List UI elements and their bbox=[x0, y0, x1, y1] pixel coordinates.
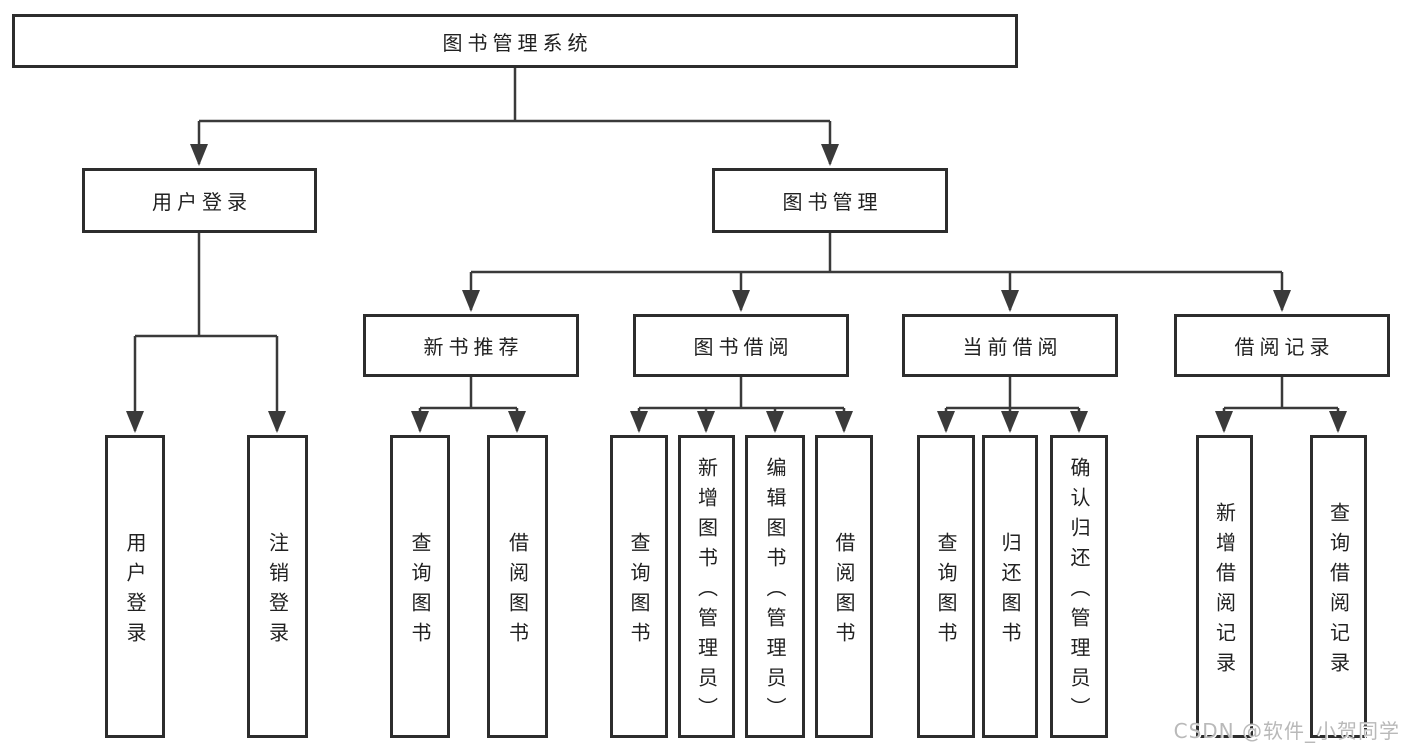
node-book-borrowing: 图书借阅 bbox=[633, 314, 849, 377]
node-borrowing-records: 借阅记录 bbox=[1174, 314, 1390, 377]
leaf-label: 确认归还（管理员） bbox=[1067, 456, 1091, 727]
leaf-label: 编辑图书（管理员） bbox=[763, 456, 787, 727]
leaf-query-books-recommend: 查询图书 bbox=[390, 435, 450, 738]
leaf-label: 用户登录 bbox=[123, 531, 147, 652]
leaf-label: 借阅图书 bbox=[505, 531, 530, 652]
node-current-borrowing: 当前借阅 bbox=[902, 314, 1118, 377]
leaf-borrow-books-recommend: 借阅图书 bbox=[487, 435, 548, 738]
leaf-add-books-admin: 新增图书（管理员） bbox=[678, 435, 735, 738]
csdn-watermark: CSDN @软件_小贺同学 bbox=[1173, 719, 1400, 743]
leaf-query-borrow-record: 查询借阅记录 bbox=[1310, 435, 1367, 738]
leaf-logout: 注销登录 bbox=[247, 435, 308, 738]
leaf-add-borrow-record: 新增借阅记录 bbox=[1196, 435, 1253, 738]
node-new-book-recommendation: 新书推荐 bbox=[363, 314, 579, 377]
leaf-label: 借阅图书 bbox=[832, 531, 856, 652]
leaf-label: 新增借阅记录 bbox=[1212, 501, 1237, 682]
leaf-label: 注销登录 bbox=[265, 531, 290, 652]
leaf-label: 查询借阅记录 bbox=[1326, 501, 1351, 682]
leaf-user-login: 用户登录 bbox=[105, 435, 165, 738]
leaf-query-books-borrowing: 查询图书 bbox=[610, 435, 668, 738]
leaf-return-books: 归还图书 bbox=[982, 435, 1038, 738]
node-user-login: 用户登录 bbox=[82, 168, 317, 233]
node-root-library-management-system: 图书管理系统 bbox=[12, 14, 1018, 68]
leaf-edit-books-admin: 编辑图书（管理员） bbox=[745, 435, 805, 738]
leaf-borrow-books: 借阅图书 bbox=[815, 435, 873, 738]
node-book-management: 图书管理 bbox=[712, 168, 948, 233]
leaf-label: 查询图书 bbox=[408, 531, 432, 652]
leaf-label: 归还图书 bbox=[998, 531, 1022, 652]
leaf-confirm-return-admin: 确认归还（管理员） bbox=[1050, 435, 1108, 738]
leaf-label: 查询图书 bbox=[934, 531, 958, 652]
leaf-label: 查询图书 bbox=[627, 531, 651, 652]
leaf-label: 新增图书（管理员） bbox=[694, 456, 719, 727]
leaf-query-books-current: 查询图书 bbox=[917, 435, 975, 738]
